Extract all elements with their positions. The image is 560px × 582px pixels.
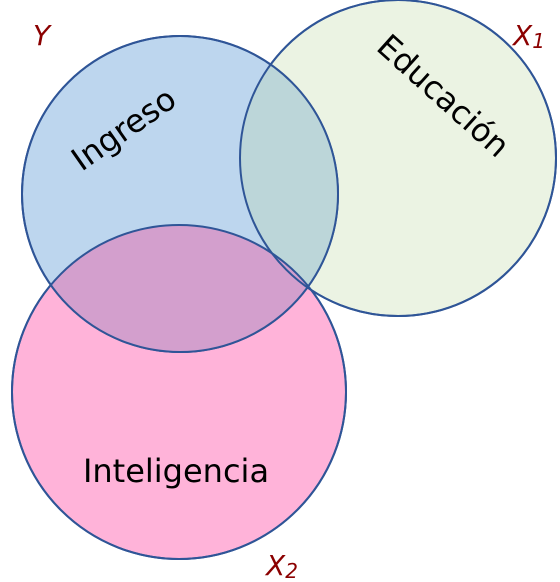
variable-x1-label: X1	[511, 19, 545, 53]
inteligencia-outline	[11, 224, 347, 560]
educacion-outline	[239, 0, 557, 317]
ingreso-outline	[21, 35, 339, 353]
overlap-ingreso-inteligencia	[22, 225, 338, 352]
variable-y-label: Y	[33, 19, 52, 52]
inteligencia-label: Inteligencia	[83, 452, 269, 490]
variable-x2-label: X2	[264, 549, 298, 582]
